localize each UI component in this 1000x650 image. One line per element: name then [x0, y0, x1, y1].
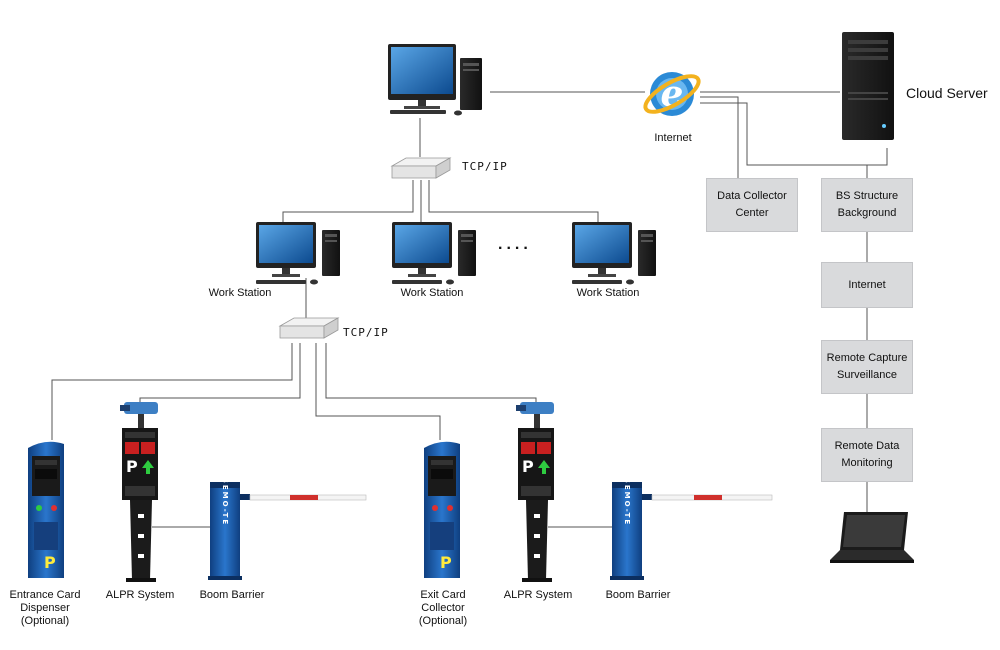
boom-barrier-2-icon: SEMO-TE [610, 478, 773, 580]
boom-barrier-1-icon: SEMO-TE [208, 478, 367, 580]
internet-explorer-icon: e [643, 72, 701, 116]
boom-barrier-1-label: Boom Barrier [199, 589, 265, 601]
barrier-1-vertical-text: SEMO-TE [221, 478, 229, 526]
tcp-ip-top-label: TCP/IP [462, 160, 508, 173]
alpr-system-2-icon: P [516, 402, 554, 582]
more-stations-ellipsis: .... [498, 236, 532, 253]
network-switch-mid-icon [279, 317, 339, 339]
work-station-2-label: Work Station [400, 287, 464, 299]
cloud-server-label: Cloud Server [906, 85, 988, 101]
workstation-2-icon [392, 222, 476, 285]
barrier-2-vertical-text: SEMO-TE [623, 478, 631, 526]
alpr-system-2-label: ALPR System [503, 589, 573, 601]
workstation-3-icon [572, 222, 656, 285]
workstation-1-icon [256, 222, 340, 285]
alpr-system-1-label: ALPR System [105, 589, 175, 601]
work-station-3-label: Work Station [576, 287, 640, 299]
cloud-server-icon [842, 32, 894, 140]
internet-box: Internet [821, 262, 913, 308]
svg-text:P: P [440, 553, 452, 572]
svg-text:P: P [126, 457, 138, 476]
svg-text:P: P [44, 553, 56, 572]
exit-card-collector-label: Exit Card Collector (Optional) [418, 589, 468, 627]
work-station-1-label: Work Station [208, 287, 272, 299]
main-computer-icon [388, 44, 482, 116]
entrance-card-dispenser-icon: P [28, 441, 64, 578]
connection-lines [51, 91, 888, 528]
tcp-ip-mid-label: TCP/IP [343, 326, 389, 339]
svg-text:P: P [522, 457, 534, 476]
alpr-system-1-icon: P [120, 402, 158, 582]
internet-icon-label: Internet [654, 132, 692, 144]
network-switch-top-icon [391, 157, 451, 179]
boom-barrier-2-label: Boom Barrier [605, 589, 671, 601]
laptop-icon [830, 512, 914, 563]
exit-card-collector-icon: P [424, 441, 460, 578]
entrance-card-dispenser-label: Entrance Card Dispenser (Optional) [9, 589, 81, 627]
